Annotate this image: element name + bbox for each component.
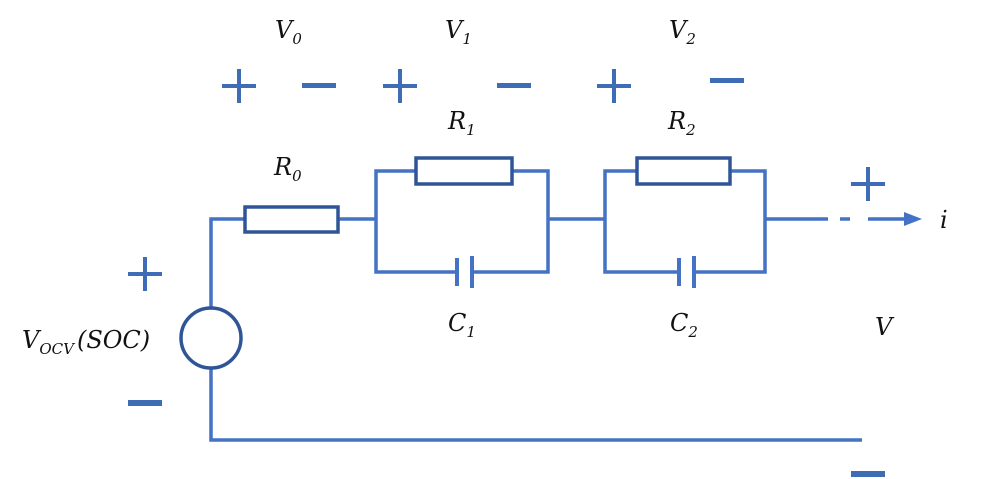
plus-sign-vocv: [128, 257, 162, 291]
wires: [209, 169, 904, 442]
label-v0: V0: [275, 16, 302, 48]
minus-sign-v0: [302, 83, 336, 88]
label-c1: C1: [448, 309, 476, 341]
wire-rc2-bottom-right: [694, 219, 767, 274]
resistor-r0: [243, 205, 340, 234]
label-c2: C2: [670, 309, 698, 341]
plus-sign-v1: [383, 69, 417, 103]
wire-rc2-top-right: [730, 169, 767, 219]
minus-sign-v: [851, 471, 885, 477]
plus-sign-v: [851, 167, 885, 201]
wire-rc1-top-left: [374, 169, 416, 219]
label-v2: V2: [669, 16, 696, 48]
wire-rc2-top-left: [603, 169, 637, 219]
label-v: V: [875, 313, 895, 341]
minus-sign-vocv: [128, 400, 162, 406]
label-r1: R1: [447, 107, 476, 139]
resistor-r2: [635, 156, 732, 186]
plus-sign-v0: [222, 69, 256, 103]
label-i: i: [940, 206, 948, 234]
wire-source-to-r0: [209, 217, 245, 308]
label-vocv: VOCV(SOC): [22, 326, 150, 358]
voltage-source: [179, 306, 243, 370]
label-v1: V1: [445, 16, 472, 48]
wire-rc1-bottom-left: [374, 219, 456, 274]
wire-rc1-top-right: [512, 169, 550, 219]
minus-sign-v2: [710, 78, 744, 83]
wire-return: [209, 368, 862, 442]
wire-rc2-bottom-left: [603, 219, 679, 274]
plus-sign-v2: [597, 69, 631, 103]
wire-rc1-bottom-right: [472, 219, 550, 274]
minus-sign-v1: [497, 83, 531, 88]
current-arrow-icon: [904, 212, 922, 226]
label-r2: R2: [667, 107, 696, 139]
label-r0: R0: [273, 153, 302, 185]
resistor-r1: [414, 156, 514, 186]
